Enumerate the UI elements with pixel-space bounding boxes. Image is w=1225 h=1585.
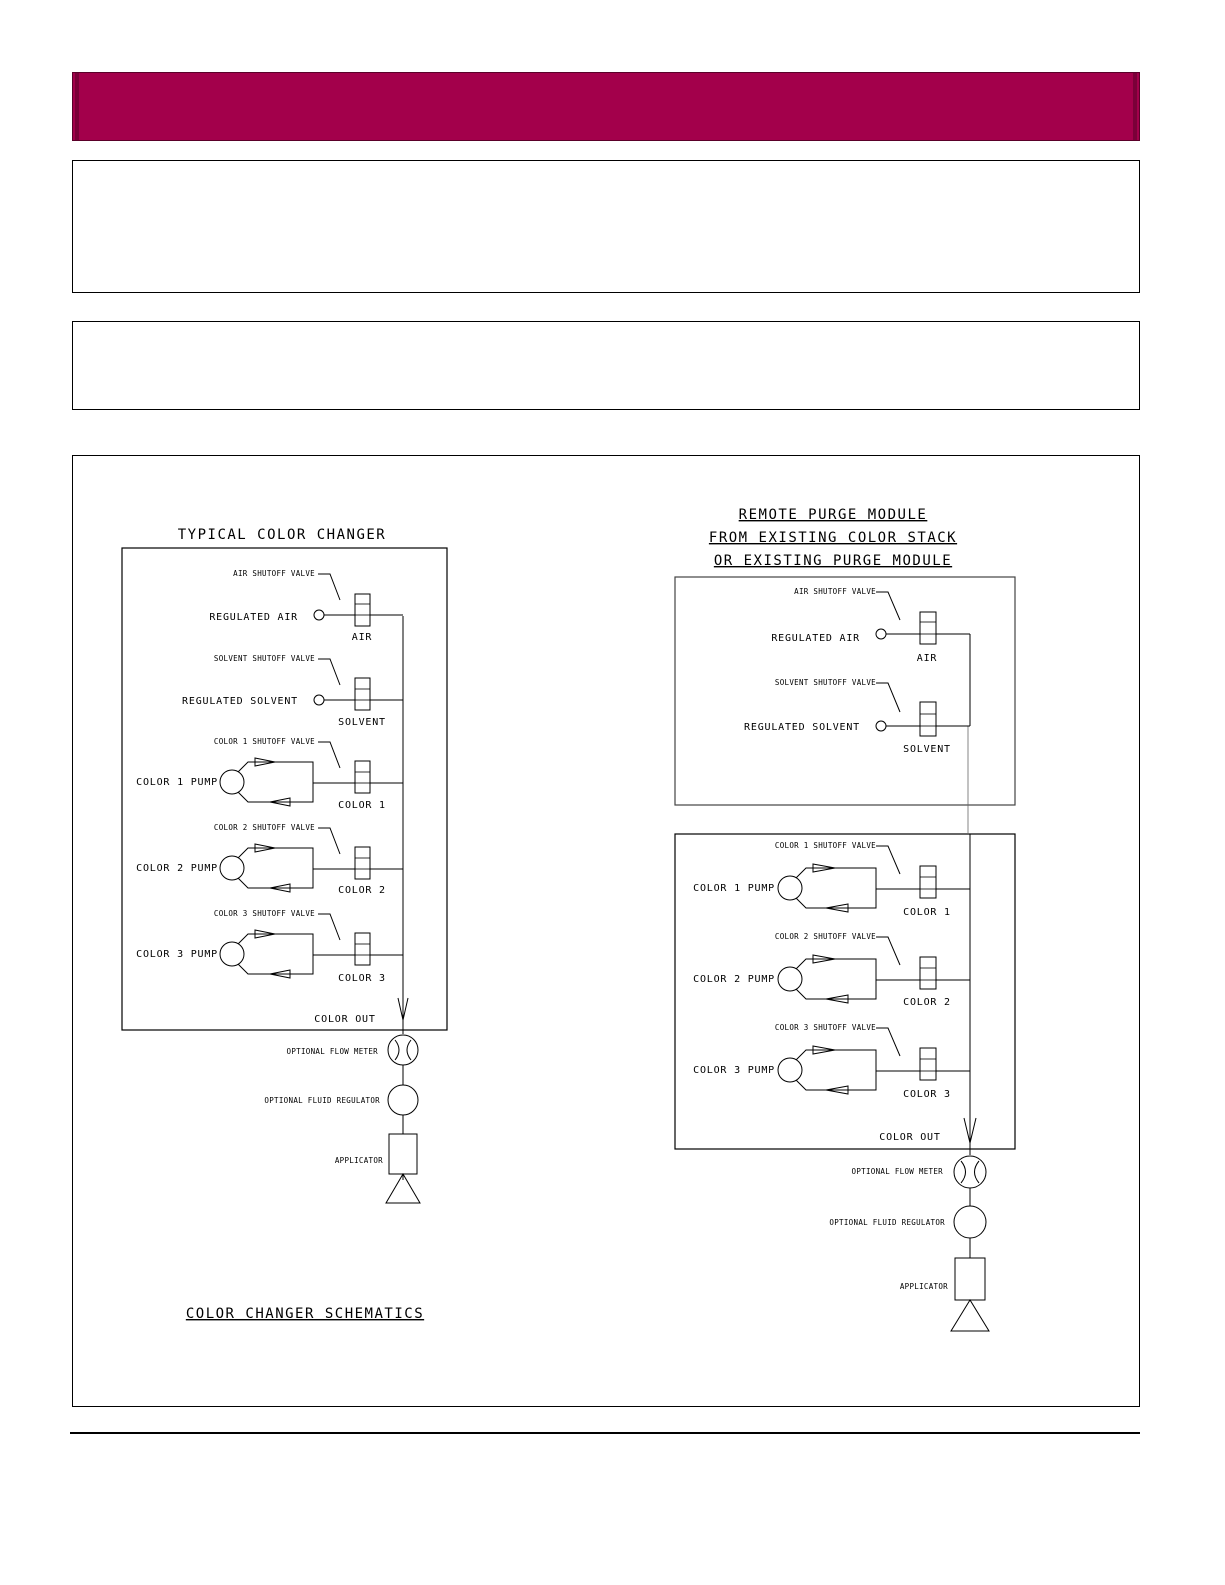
left-color-1-valve-label: COLOR 1 SHUTOFF VALVE [214, 737, 315, 746]
right-solvent-supply-label: REGULATED SOLVENT [744, 722, 860, 733]
left-flow-meter [387, 1034, 419, 1066]
right-color-2-valve-label: COLOR 2 SHUTOFF VALVE [775, 932, 876, 941]
left-color-2-valve [354, 846, 371, 880]
right-color-3-pump [777, 1057, 803, 1083]
right-solvent-supply-port [875, 720, 887, 732]
left-solvent-supply-label: REGULATED SOLVENT [182, 696, 298, 707]
banner-left-edge [75, 73, 79, 140]
left-module-box [121, 547, 448, 1031]
right-flow-meter-label: OPTIONAL FLOW METER [852, 1167, 944, 1176]
left-air-port-label: AIR [352, 632, 373, 643]
right-color-3-pump-label: COLOR 3 PUMP [693, 1065, 775, 1076]
diagram-frame [72, 455, 1140, 1407]
left-color-2-pump [219, 855, 245, 881]
right-fluid-regulator [953, 1205, 987, 1239]
left-solvent-supply-port [313, 694, 325, 706]
left-color-1-port-label: COLOR 1 [338, 800, 386, 811]
text-box-1 [72, 160, 1140, 293]
left-color-2-pump-label: COLOR 2 PUMP [136, 863, 218, 874]
footer-rule [70, 1432, 1140, 1434]
right-title-line-3: OR EXISTING PURGE MODULE [714, 553, 952, 569]
text-box-2 [72, 321, 1140, 410]
left-color-3-pump-label: COLOR 3 PUMP [136, 949, 218, 960]
right-color-3-valve-label: COLOR 3 SHUTOFF VALVE [775, 1023, 876, 1032]
right-color-2-valve [919, 956, 937, 990]
diagram-caption: COLOR CHANGER SCHEMATICS [186, 1306, 424, 1322]
right-solvent-port-label: SOLVENT [903, 744, 951, 755]
left-color-3-row [219, 913, 403, 979]
left-color-3-port-label: COLOR 3 [338, 973, 386, 984]
left-solvent-valve-label: SOLVENT SHUTOFF VALVE [214, 654, 315, 663]
left-color-1-valve [354, 760, 371, 794]
left-air-supply-port [313, 609, 325, 621]
left-color-2-port-label: COLOR 2 [338, 885, 386, 896]
right-air-supply-port [875, 628, 887, 640]
right-title-line-2: FROM EXISTING COLOR STACK [709, 530, 957, 546]
right-color-2-pump-label: COLOR 2 PUMP [693, 974, 775, 985]
banner-right-edge [1133, 73, 1137, 140]
right-applicator-label: APPLICATOR [900, 1282, 948, 1291]
right-color-2-row [777, 936, 970, 1004]
right-air-valve-label: AIR SHUTOFF VALVE [794, 587, 876, 596]
left-color-2-row [219, 827, 403, 893]
left-air-valve [354, 593, 371, 627]
right-regulator-label: OPTIONAL FLUID REGULATOR [829, 1218, 945, 1227]
left-flow-meter-label: OPTIONAL FLOW METER [287, 1047, 379, 1056]
right-color-1-pump-label: COLOR 1 PUMP [693, 883, 775, 894]
right-color-2-pump [777, 966, 803, 992]
right-color-3-row [777, 1027, 970, 1095]
right-color-2-port-label: COLOR 2 [903, 997, 951, 1008]
left-color-3-valve-label: COLOR 3 SHUTOFF VALVE [214, 909, 315, 918]
right-solvent-valve-label: SOLVENT SHUTOFF VALVE [775, 678, 876, 687]
left-fluid-regulator [387, 1084, 419, 1116]
left-color-1-pump-label: COLOR 1 PUMP [136, 777, 218, 788]
left-title: TYPICAL COLOR CHANGER [178, 527, 387, 543]
right-applicator-nozzle [950, 1299, 990, 1332]
left-applicator-nozzle [385, 1173, 421, 1204]
left-color-1-row [219, 741, 403, 807]
right-applicator [954, 1257, 986, 1301]
right-air-valve [919, 611, 937, 645]
left-color-2-valve-label: COLOR 2 SHUTOFF VALVE [214, 823, 315, 832]
left-color-out-label: COLOR OUT [314, 1014, 375, 1025]
right-color-1-row [777, 845, 970, 913]
right-color-box [674, 833, 1016, 1150]
right-color-3-valve [919, 1047, 937, 1081]
right-title-line-1: REMOTE PURGE MODULE [739, 507, 928, 523]
left-air-supply-label: REGULATED AIR [209, 612, 298, 623]
right-purge-box [674, 576, 1016, 806]
left-color-3-valve [354, 932, 371, 966]
right-color-out-label: COLOR OUT [879, 1132, 940, 1143]
left-air-valve-label: AIR SHUTOFF VALVE [233, 569, 315, 578]
left-solvent-valve [354, 677, 371, 711]
right-color-3-port-label: COLOR 3 [903, 1089, 951, 1100]
left-applicator [388, 1133, 418, 1175]
right-flow-meter [953, 1155, 987, 1189]
right-color-1-valve-label: COLOR 1 SHUTOFF VALVE [775, 841, 876, 850]
right-air-port-label: AIR [917, 653, 938, 664]
right-color-1-valve [919, 865, 937, 899]
left-color-3-pump [219, 941, 245, 967]
right-color-1-port-label: COLOR 1 [903, 907, 951, 918]
right-air-supply-label: REGULATED AIR [771, 633, 860, 644]
left-applicator-label: APPLICATOR [335, 1156, 383, 1165]
left-color-1-pump [219, 769, 245, 795]
left-regulator-label: OPTIONAL FLUID REGULATOR [264, 1096, 380, 1105]
right-solvent-valve [919, 701, 937, 737]
right-color-1-pump [777, 875, 803, 901]
header-banner [72, 72, 1140, 141]
left-solvent-port-label: SOLVENT [338, 717, 386, 728]
